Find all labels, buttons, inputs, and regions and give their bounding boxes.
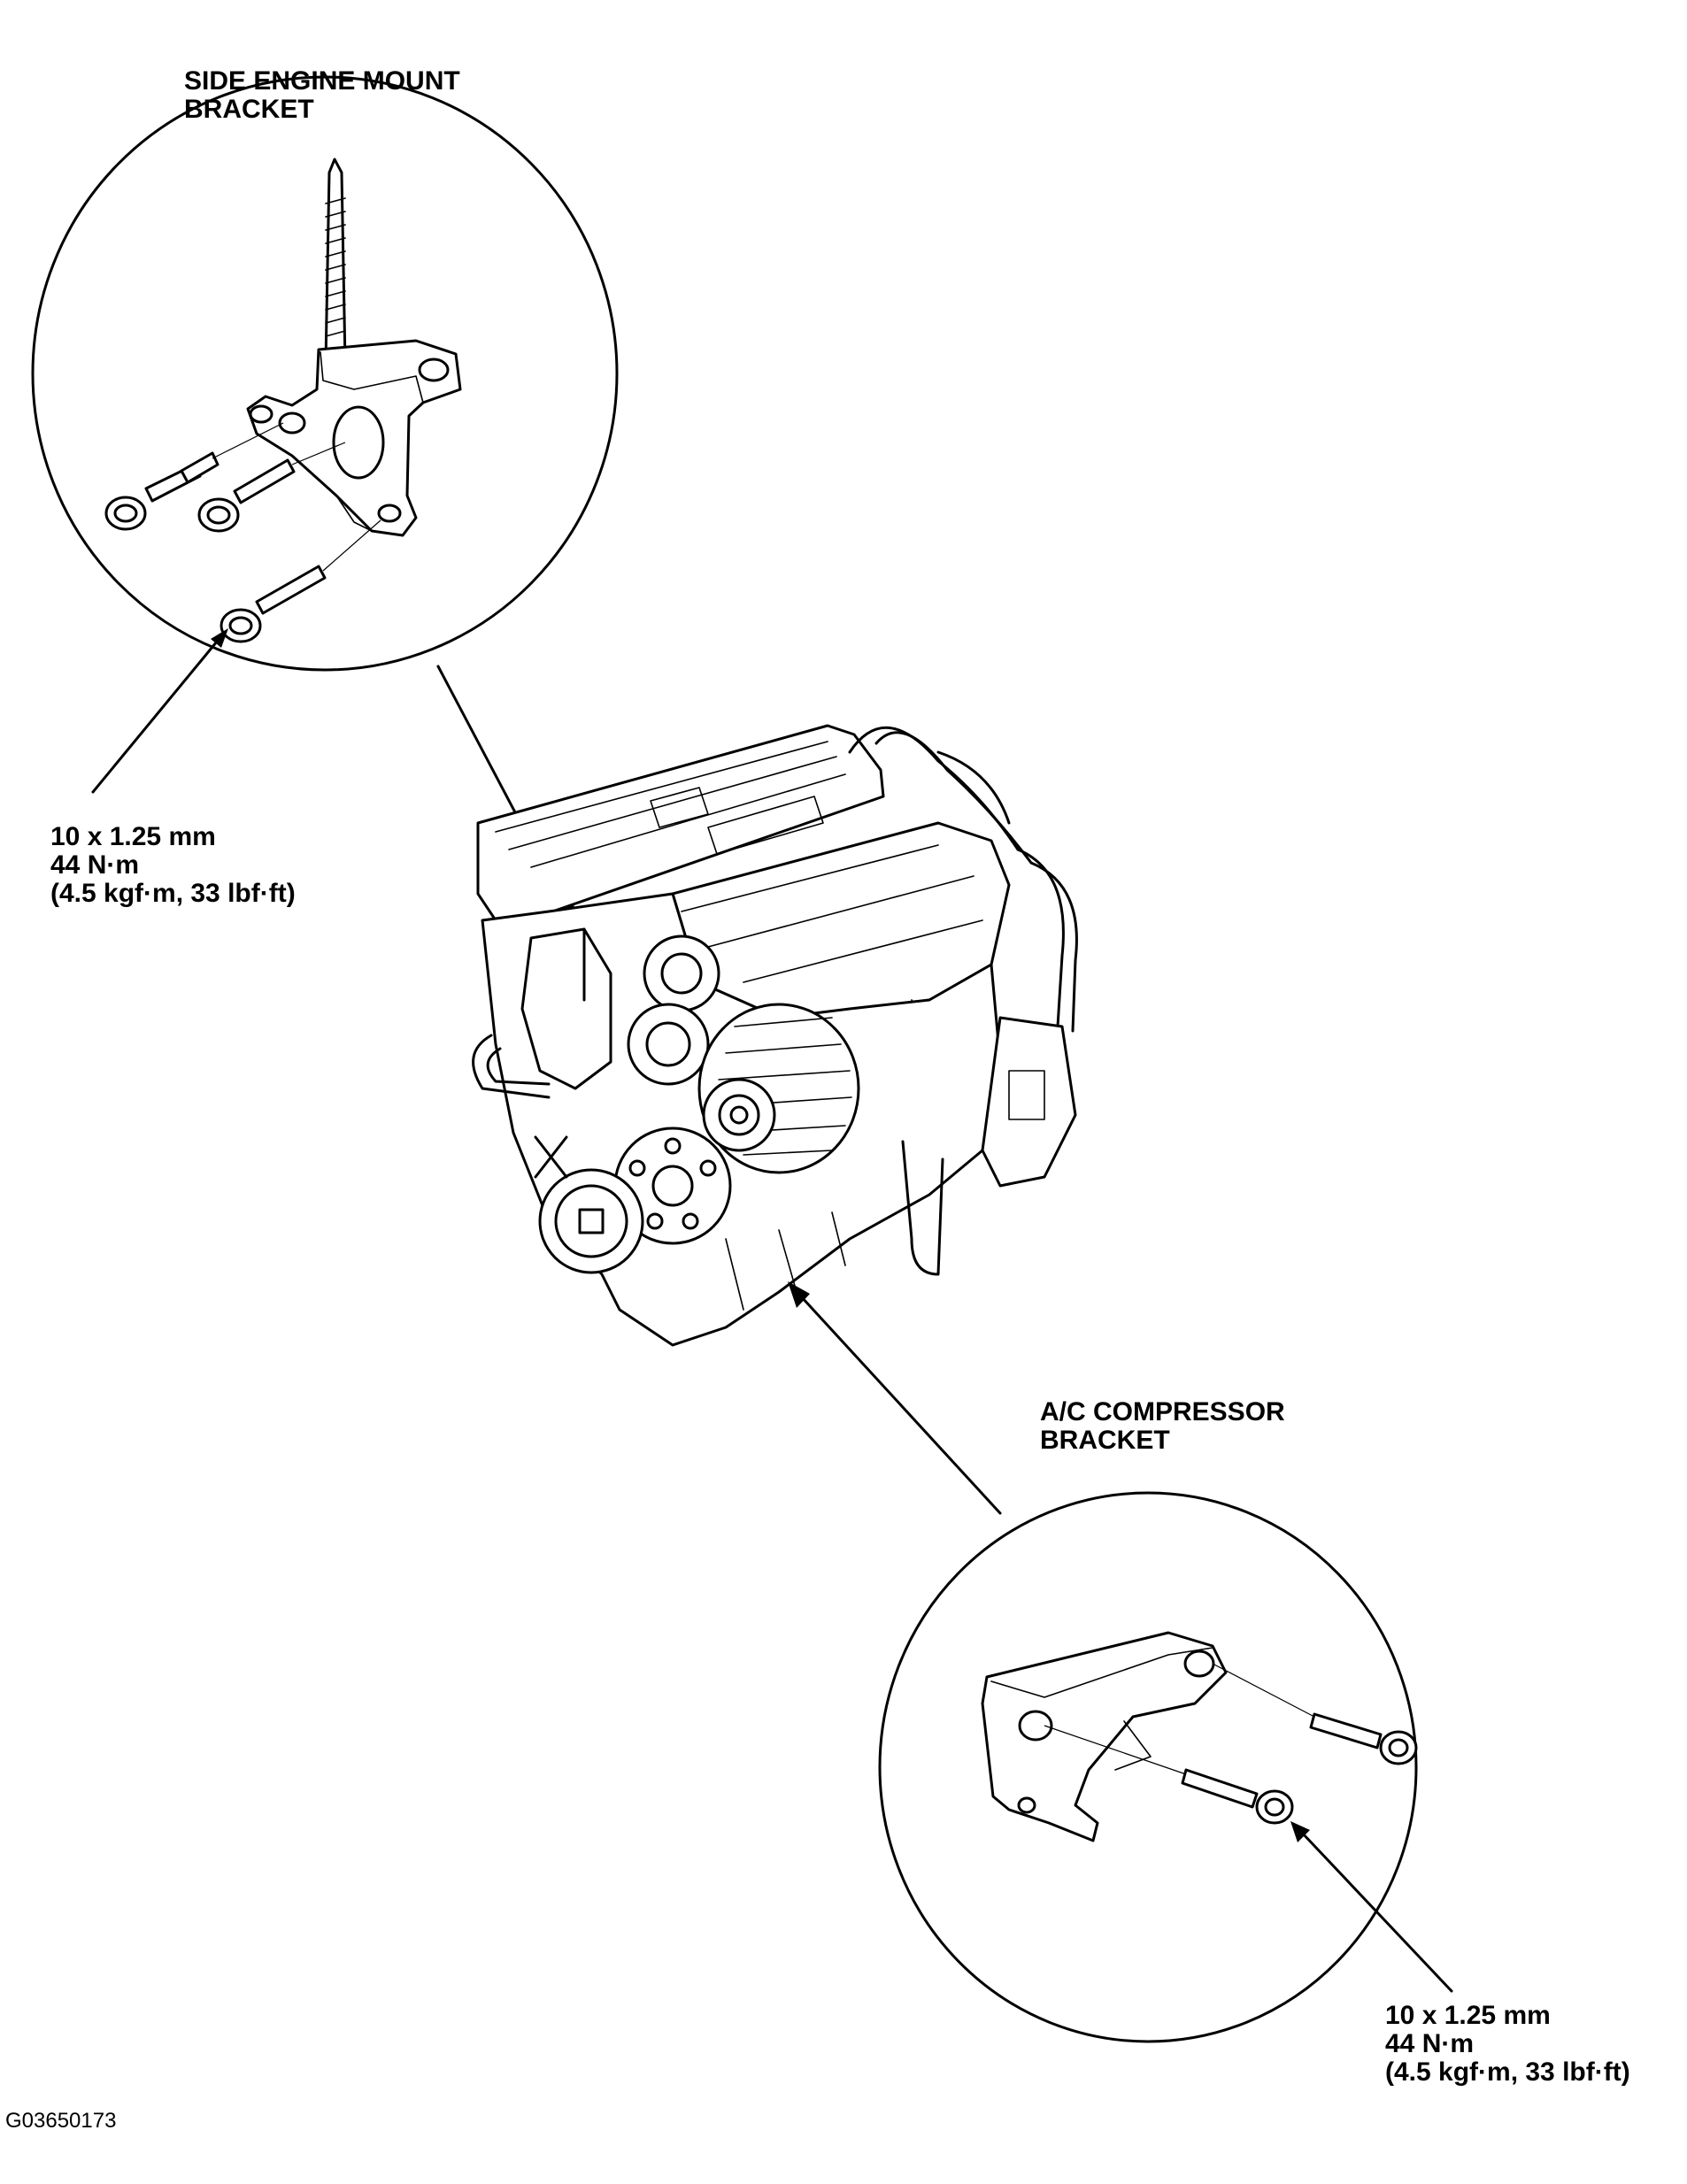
ac-compressor-title-line: A/C COMPRESSOR <box>1040 1397 1285 1427</box>
side-mount-spec-leader <box>91 628 228 794</box>
side-mount-bracket-illustration <box>104 158 462 643</box>
ac-compressor-spec-torque: 44 N·m <box>1385 2029 1475 2058</box>
ac-compressor-title: A/C COMPRESSOR BRACKET <box>1040 1398 1285 1455</box>
ac-compressor-spec-leader <box>1290 1821 1453 1993</box>
ac-compressor-bracket-illustration <box>981 1631 1418 1842</box>
ac-compressor-detail-circle <box>878 1491 1418 2043</box>
side-mount-spec-torque: 44 N·m <box>50 850 140 880</box>
side-mount-title-line: BRACKET <box>184 95 314 124</box>
ac-compressor-torque-spec: 10 x 1.25 mm 44 N·m (4.5 kgf·m, 33 lbf·f… <box>1385 2002 1630 2087</box>
ac-compressor-spec-torque-alt: (4.5 kgf·m, 33 lbf·ft) <box>1385 2057 1630 2087</box>
ac-compressor-spec-size: 10 x 1.25 mm <box>1385 2001 1551 2030</box>
ac-compressor-title-line: BRACKET <box>1040 1426 1170 1455</box>
side-mount-spec-size: 10 x 1.25 mm <box>50 822 216 851</box>
side-mount-torque-spec: 10 x 1.25 mm 44 N·m (4.5 kgf·m, 33 lbf·f… <box>50 823 296 908</box>
side-mount-title-line: SIDE ENGINE MOUNT <box>184 66 460 96</box>
side-mount-title: SIDE ENGINE MOUNT BRACKET <box>184 67 460 124</box>
engine-assembly-illustration <box>472 724 1078 1347</box>
side-mount-detail-circle <box>31 75 619 672</box>
ac-compressor-location-arrow <box>788 1281 1002 1515</box>
side-mount-spec-torque-alt: (4.5 kgf·m, 33 lbf·ft) <box>50 879 296 908</box>
figure-id: G03650173 <box>5 2109 117 2133</box>
